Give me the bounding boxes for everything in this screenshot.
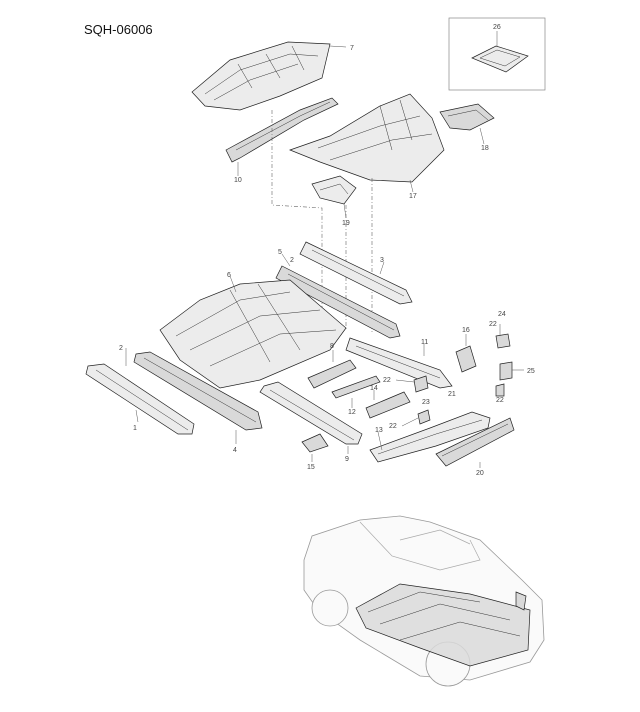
part-4-inner-sill xyxy=(133,351,263,444)
parts-21-25-small-brackets xyxy=(395,324,524,427)
callout-20: 20 xyxy=(476,470,484,477)
callout-24: 24 xyxy=(498,311,506,318)
part-13-rear-crossmember xyxy=(369,411,491,463)
callout-22-a: 22 xyxy=(383,377,391,384)
callout-7: 7 xyxy=(350,45,354,52)
part-19-bracket xyxy=(311,175,357,219)
callout-13: 13 xyxy=(375,427,383,434)
callout-15: 15 xyxy=(307,464,315,471)
callout-22-c: 22 xyxy=(489,321,497,328)
callout-21: 21 xyxy=(448,391,456,398)
callout-25: 25 xyxy=(527,368,535,375)
callout-14: 14 xyxy=(370,385,378,392)
part-17-front-floor-panel xyxy=(289,93,445,193)
part-7-rear-floor-panel xyxy=(191,41,347,111)
callout-10: 10 xyxy=(234,177,242,184)
part-14-bracket xyxy=(365,390,411,419)
callout-2-right: 2 xyxy=(290,257,294,264)
callout-5: 5 xyxy=(278,249,282,256)
callout-8: 8 xyxy=(330,343,334,350)
part-9-member xyxy=(259,381,363,454)
callout-12: 12 xyxy=(348,409,356,416)
callout-11: 11 xyxy=(421,339,428,346)
vehicle-location-illustration xyxy=(303,515,545,687)
callout-23: 23 xyxy=(422,399,430,406)
callout-6: 6 xyxy=(227,272,231,279)
callout-4: 4 xyxy=(233,447,237,454)
callout-2-left: 2 xyxy=(119,345,123,352)
part-20-rear-panel xyxy=(435,417,515,468)
part-12-member xyxy=(331,375,381,408)
part-8-floor-reinforcement xyxy=(307,350,357,389)
part-10-crossmember xyxy=(225,97,339,176)
callout-19: 19 xyxy=(342,220,350,227)
part-1-side-sill xyxy=(85,348,195,435)
callout-16: 16 xyxy=(462,327,470,334)
callout-9: 9 xyxy=(345,456,349,463)
inset-box-part-26 xyxy=(448,17,546,91)
callout-17: 17 xyxy=(409,193,417,200)
part-15-bracket xyxy=(301,433,329,462)
diagram-code: SQH-06006 xyxy=(84,22,153,37)
callout-labels: 2 1 4 6 5 2 3 7 8 9 10 11 12 13 14 15 16… xyxy=(119,24,535,477)
part-11-side-member xyxy=(345,337,453,389)
part-5-rail xyxy=(275,253,401,339)
part-6-floor-assembly xyxy=(159,275,347,389)
part-16-bracket xyxy=(455,334,477,373)
part-18-bracket xyxy=(439,103,495,145)
part-3-side-rail xyxy=(299,241,413,305)
callout-3: 3 xyxy=(380,257,384,264)
callout-22-d: 22 xyxy=(496,397,504,404)
callout-26: 26 xyxy=(493,24,501,31)
callout-18: 18 xyxy=(481,145,489,152)
callout-22-b: 22 xyxy=(389,423,397,430)
callout-1: 1 xyxy=(133,425,137,432)
